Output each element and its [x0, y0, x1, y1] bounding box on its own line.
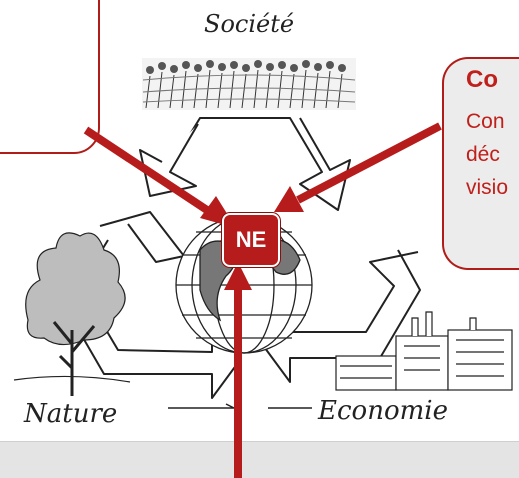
- factory-illustration: [335, 311, 513, 391]
- arrows: [83, 122, 442, 478]
- label-economie: Economie: [318, 396, 448, 426]
- bottom-gray-band: [0, 441, 519, 478]
- right-callout-box: [442, 57, 519, 270]
- right-callout-line-3: visio: [466, 176, 509, 199]
- left-callout-box: [0, 0, 100, 154]
- label-societe: Société: [204, 10, 295, 38]
- arrow-from-bottom-head: [224, 262, 252, 290]
- right-callout-line-2: déc: [466, 143, 500, 166]
- label-nature: Nature: [24, 399, 118, 429]
- right-callout-line-1: Con: [466, 110, 505, 133]
- right-callout-title: Co: [466, 66, 498, 93]
- arrow-from-right-callout-head: [274, 186, 304, 212]
- tree-illustration: [13, 232, 131, 396]
- arrow-from-right-callout: [296, 122, 442, 204]
- crowd-illustration: [142, 58, 356, 110]
- arrow-from-left-callout: [83, 126, 216, 218]
- center-ne-box: NE: [222, 213, 280, 267]
